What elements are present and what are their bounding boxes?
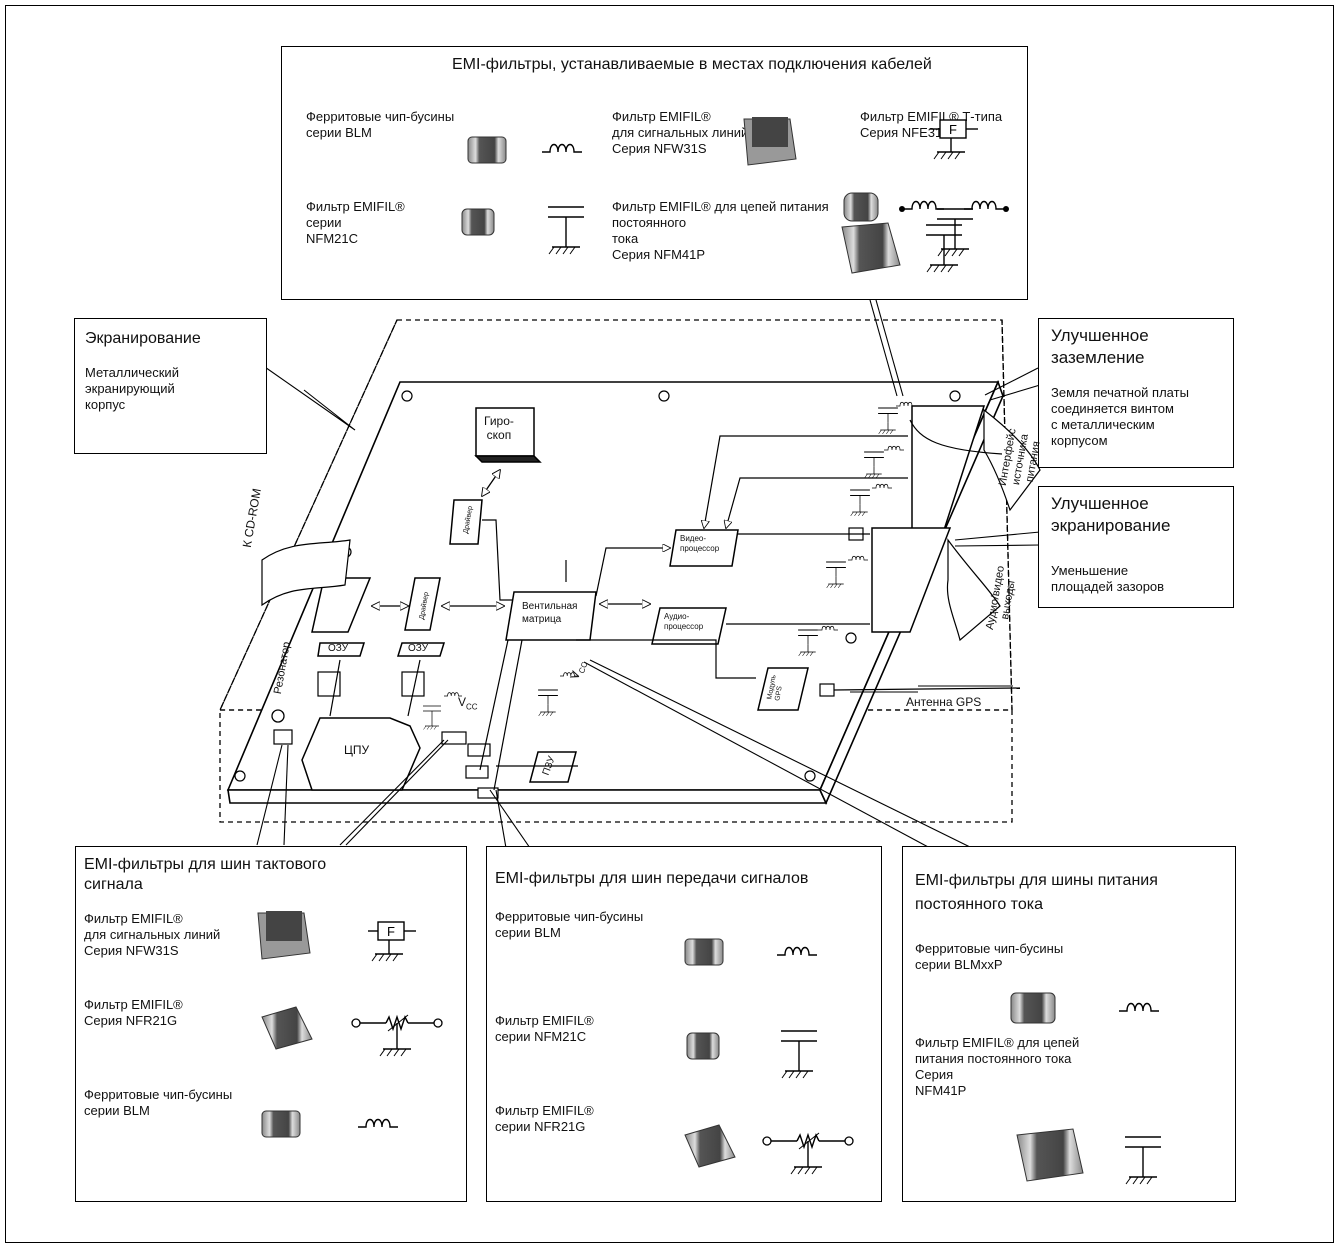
gps-antenna-label: Антенна GPS [906, 694, 981, 710]
signal-blm-chip-photo [685, 939, 723, 965]
nfe-chip-photo [844, 193, 878, 221]
gyro-label: Гиро- скоп [484, 414, 514, 442]
ram-label-1: ОЗУ [328, 643, 348, 655]
ram-label-2: ОЗУ [408, 643, 428, 655]
power-capacitor-symbol [1125, 1137, 1161, 1184]
gate-array-label: Вентильная матрица [522, 600, 577, 626]
clock-nfr-chip-photo [262, 1007, 312, 1049]
shielding-box: Экранирование Металлический экранирующий… [74, 318, 267, 454]
grounding-title: Улучшенное заземление [1051, 325, 1149, 369]
improved-shielding-desc: Уменьшение площадей зазоров [1051, 563, 1164, 595]
audio-processor-label: Аудио- процессор [664, 612, 703, 632]
vcc-label-1: VCC [458, 694, 478, 715]
grounding-desc: Земля печатной платы соединяется винтом … [1051, 385, 1189, 449]
clock-nfw-chip-photo [258, 911, 310, 959]
signal-inductor-symbol [777, 948, 817, 956]
signal-nfm-chip-photo [687, 1033, 719, 1059]
grounding-box: Улучшенное заземление Земля печатной пла… [1038, 318, 1234, 468]
video-processor-label: Видео- процессор [680, 534, 719, 554]
svg-text:F: F [949, 122, 957, 137]
nfm21-chip-photo [462, 209, 494, 235]
improved-shielding-box: Улучшенное экранирование Уменьшение площ… [1038, 486, 1234, 608]
shielding-desc: Металлический экранирующий корпус [85, 365, 179, 413]
blm-chip-photo [468, 137, 506, 163]
cpu-label: ЦПУ [344, 742, 369, 758]
capacitor-symbol [548, 207, 584, 254]
clock-filter-box-symbol: F [368, 922, 416, 961]
nfw-chip-photo [744, 117, 796, 165]
improved-shielding-title: Улучшенное экранирование [1051, 493, 1170, 537]
nfm41-chip-photo [842, 223, 900, 273]
signal-nfr-chip-photo [685, 1125, 735, 1167]
signal-resistor-filter-symbol [763, 1133, 853, 1174]
resistor-filter-symbol [352, 1015, 442, 1056]
filter-box-symbol: F [930, 120, 978, 159]
clock-blm-chip-photo [262, 1111, 300, 1137]
power-nfm41-chip-photo [1017, 1129, 1083, 1181]
power-filters-box: EMI-фильтры для шины питания постоянного… [902, 846, 1236, 1202]
shielding-title: Экранирование [85, 329, 201, 349]
signal-capacitor-symbol [781, 1031, 817, 1078]
power-blm-chip-photo [1011, 993, 1055, 1023]
t-filter-symbol [899, 202, 1009, 257]
clock-inductor-symbol [358, 1120, 398, 1128]
signal-filters-box: EMI-фильтры для шин передачи сигналов Фе… [486, 846, 882, 1202]
inductor-symbol [542, 145, 582, 153]
clock-filters-box: EMI-фильтры для шин тактового сигнала Фи… [75, 846, 467, 1202]
cable-filters-box: EMI-фильтры, устанавливаемые в местах по… [281, 46, 1028, 300]
power-inductor-symbol [1119, 1004, 1159, 1012]
svg-text:F: F [387, 924, 395, 939]
